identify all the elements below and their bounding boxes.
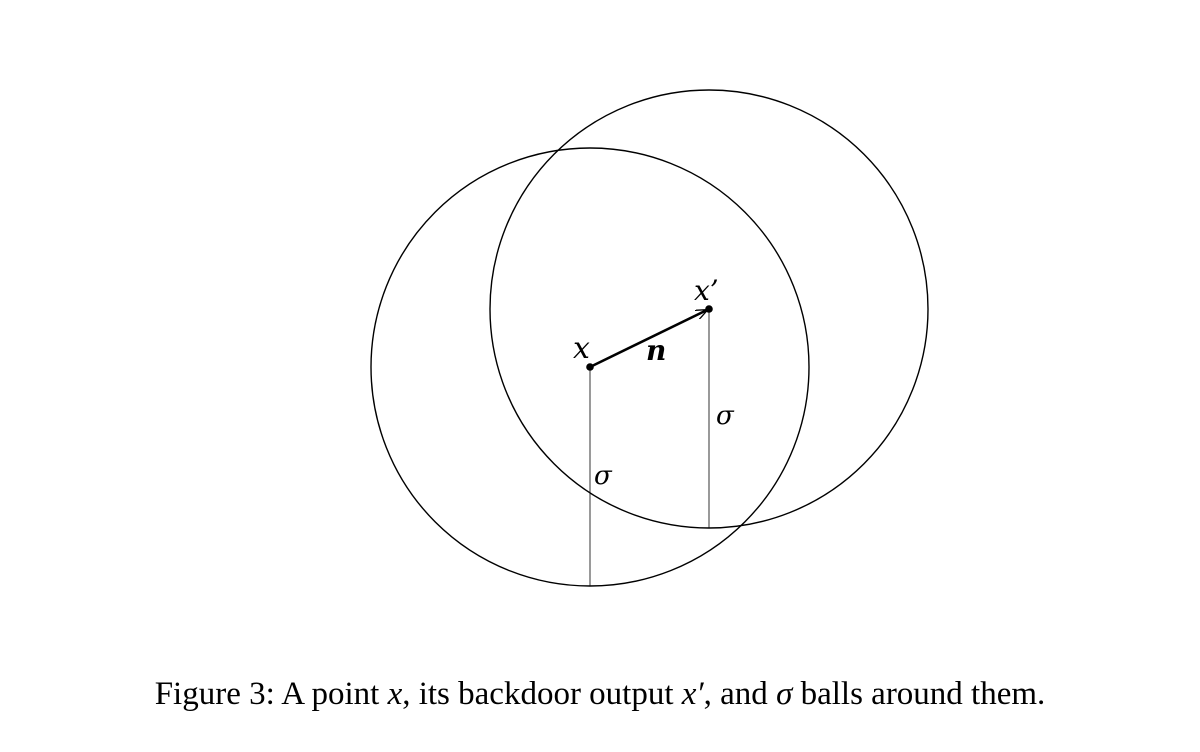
label-sigma-left: σ — [594, 461, 613, 491]
label-n: n — [646, 334, 666, 367]
label-x-prime: x’ — [694, 274, 719, 307]
caption-mid2: , and — [703, 676, 777, 712]
caption-prefix: Figure 3: A point — [154, 676, 388, 712]
vector-n-arrow — [589, 310, 707, 369]
figure-caption: Figure 3: A point x, its backdoor output… — [0, 676, 1200, 713]
caption-backdoor: x′ — [681, 676, 704, 712]
point-x — [586, 363, 594, 371]
label-sigma-right: σ — [716, 401, 735, 431]
point-x-prime — [705, 305, 713, 313]
caption-suffix: balls around them. — [792, 676, 1046, 712]
caption-mid1: , its backdoor output — [402, 676, 682, 712]
caption-point: x — [387, 676, 403, 712]
diagram-canvas: x x’ n σ σ — [370, 89, 929, 587]
label-x: x — [573, 331, 590, 366]
caption-sigma: σ — [776, 676, 793, 712]
